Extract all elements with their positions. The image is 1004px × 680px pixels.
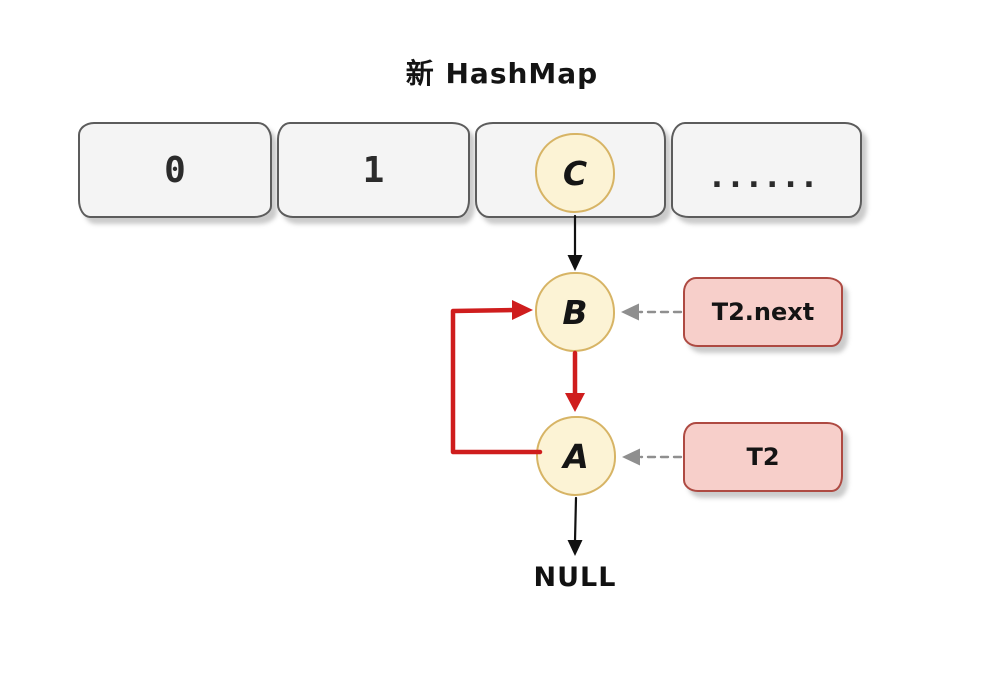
arrowhead-a-to-null xyxy=(567,540,583,556)
bucket-0-label: 0 xyxy=(164,149,186,191)
arrowhead-a-to-b-loop xyxy=(512,300,533,320)
arrowhead-t2-to-a xyxy=(622,448,640,466)
edge-a-to-null xyxy=(573,496,578,543)
bucket-3: ...... xyxy=(671,122,862,218)
node-a-label: A xyxy=(563,436,589,476)
node-a: A xyxy=(536,416,616,496)
node-c-label: C xyxy=(562,153,588,193)
bucket-0: 0 xyxy=(78,122,272,218)
arrowhead-c-to-b xyxy=(567,255,583,271)
diagram-title: 新 HashMap xyxy=(405,57,599,90)
node-b-label: B xyxy=(562,292,588,332)
bucket-1: 1 xyxy=(277,122,470,218)
node-c: C xyxy=(535,133,615,213)
bucket-3-ellipsis-label: ...... xyxy=(711,159,822,195)
arrowhead-t2next-to-b xyxy=(621,303,639,321)
arrowhead-b-to-a xyxy=(565,393,585,412)
pointer-t2-next-label: T2.next xyxy=(711,298,815,326)
pointer-box-t2-next: T2.next xyxy=(683,277,843,347)
pointer-t2-label: T2 xyxy=(746,443,780,471)
pointer-box-t2: T2 xyxy=(683,422,843,492)
node-b: B xyxy=(535,272,615,352)
edge-a-to-b-loop xyxy=(450,307,543,455)
bucket-1-label: 1 xyxy=(362,149,385,191)
null-label: NULL xyxy=(533,562,617,593)
